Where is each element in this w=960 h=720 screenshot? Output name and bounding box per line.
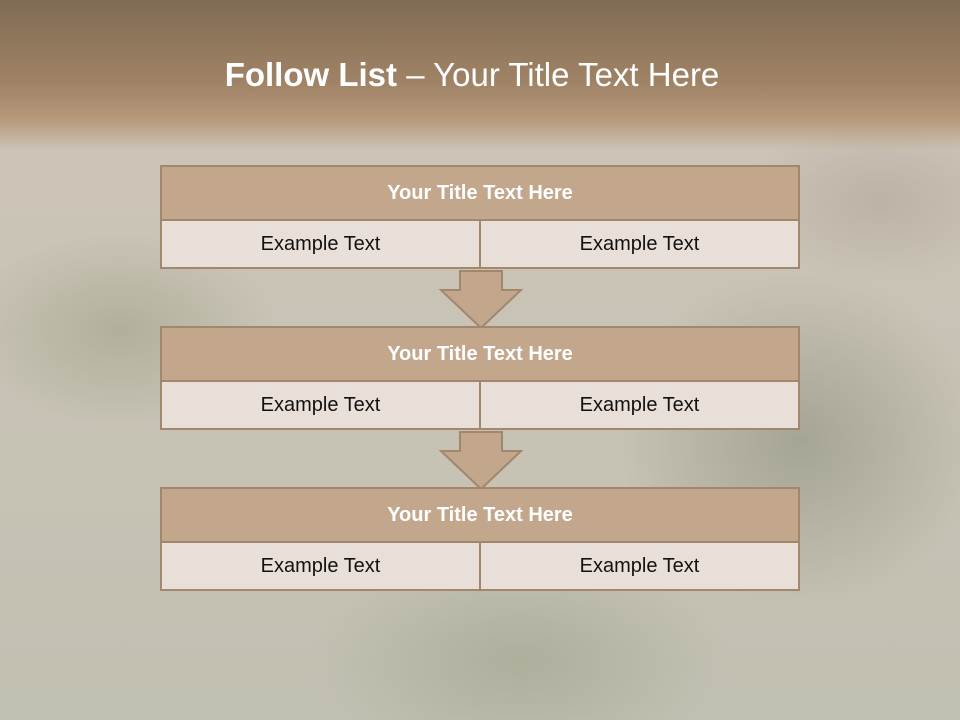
down-arrow-icon-1 <box>439 270 523 330</box>
step-row-2: Example Text Example Text <box>160 380 800 430</box>
step-block-2: Your Title Text Here Example Text Exampl… <box>160 326 800 430</box>
step-3-right-text: Example Text <box>479 541 800 591</box>
step-block-1: Your Title Text Here Example Text Exampl… <box>160 165 800 269</box>
step-title-1: Your Title Text Here <box>160 165 800 221</box>
step-title-2: Your Title Text Here <box>160 326 800 382</box>
down-arrow-icon-2 <box>439 431 523 491</box>
slide-title: Follow List – Your Title Text Here <box>0 50 944 100</box>
step-1-left-text: Example Text <box>160 219 481 269</box>
step-1-right-text: Example Text <box>479 219 800 269</box>
step-3-left-text: Example Text <box>160 541 481 591</box>
step-2-right-text: Example Text <box>479 380 800 430</box>
step-block-3: Your Title Text Here Example Text Exampl… <box>160 487 800 591</box>
step-title-3: Your Title Text Here <box>160 487 800 543</box>
slide-title-bold: Follow List <box>224 56 398 93</box>
step-2-left-text: Example Text <box>160 380 481 430</box>
step-row-3: Example Text Example Text <box>160 541 800 591</box>
header-band <box>0 0 960 150</box>
slide-title-rest: – Your Title Text Here <box>397 56 720 93</box>
step-row-1: Example Text Example Text <box>160 219 800 269</box>
